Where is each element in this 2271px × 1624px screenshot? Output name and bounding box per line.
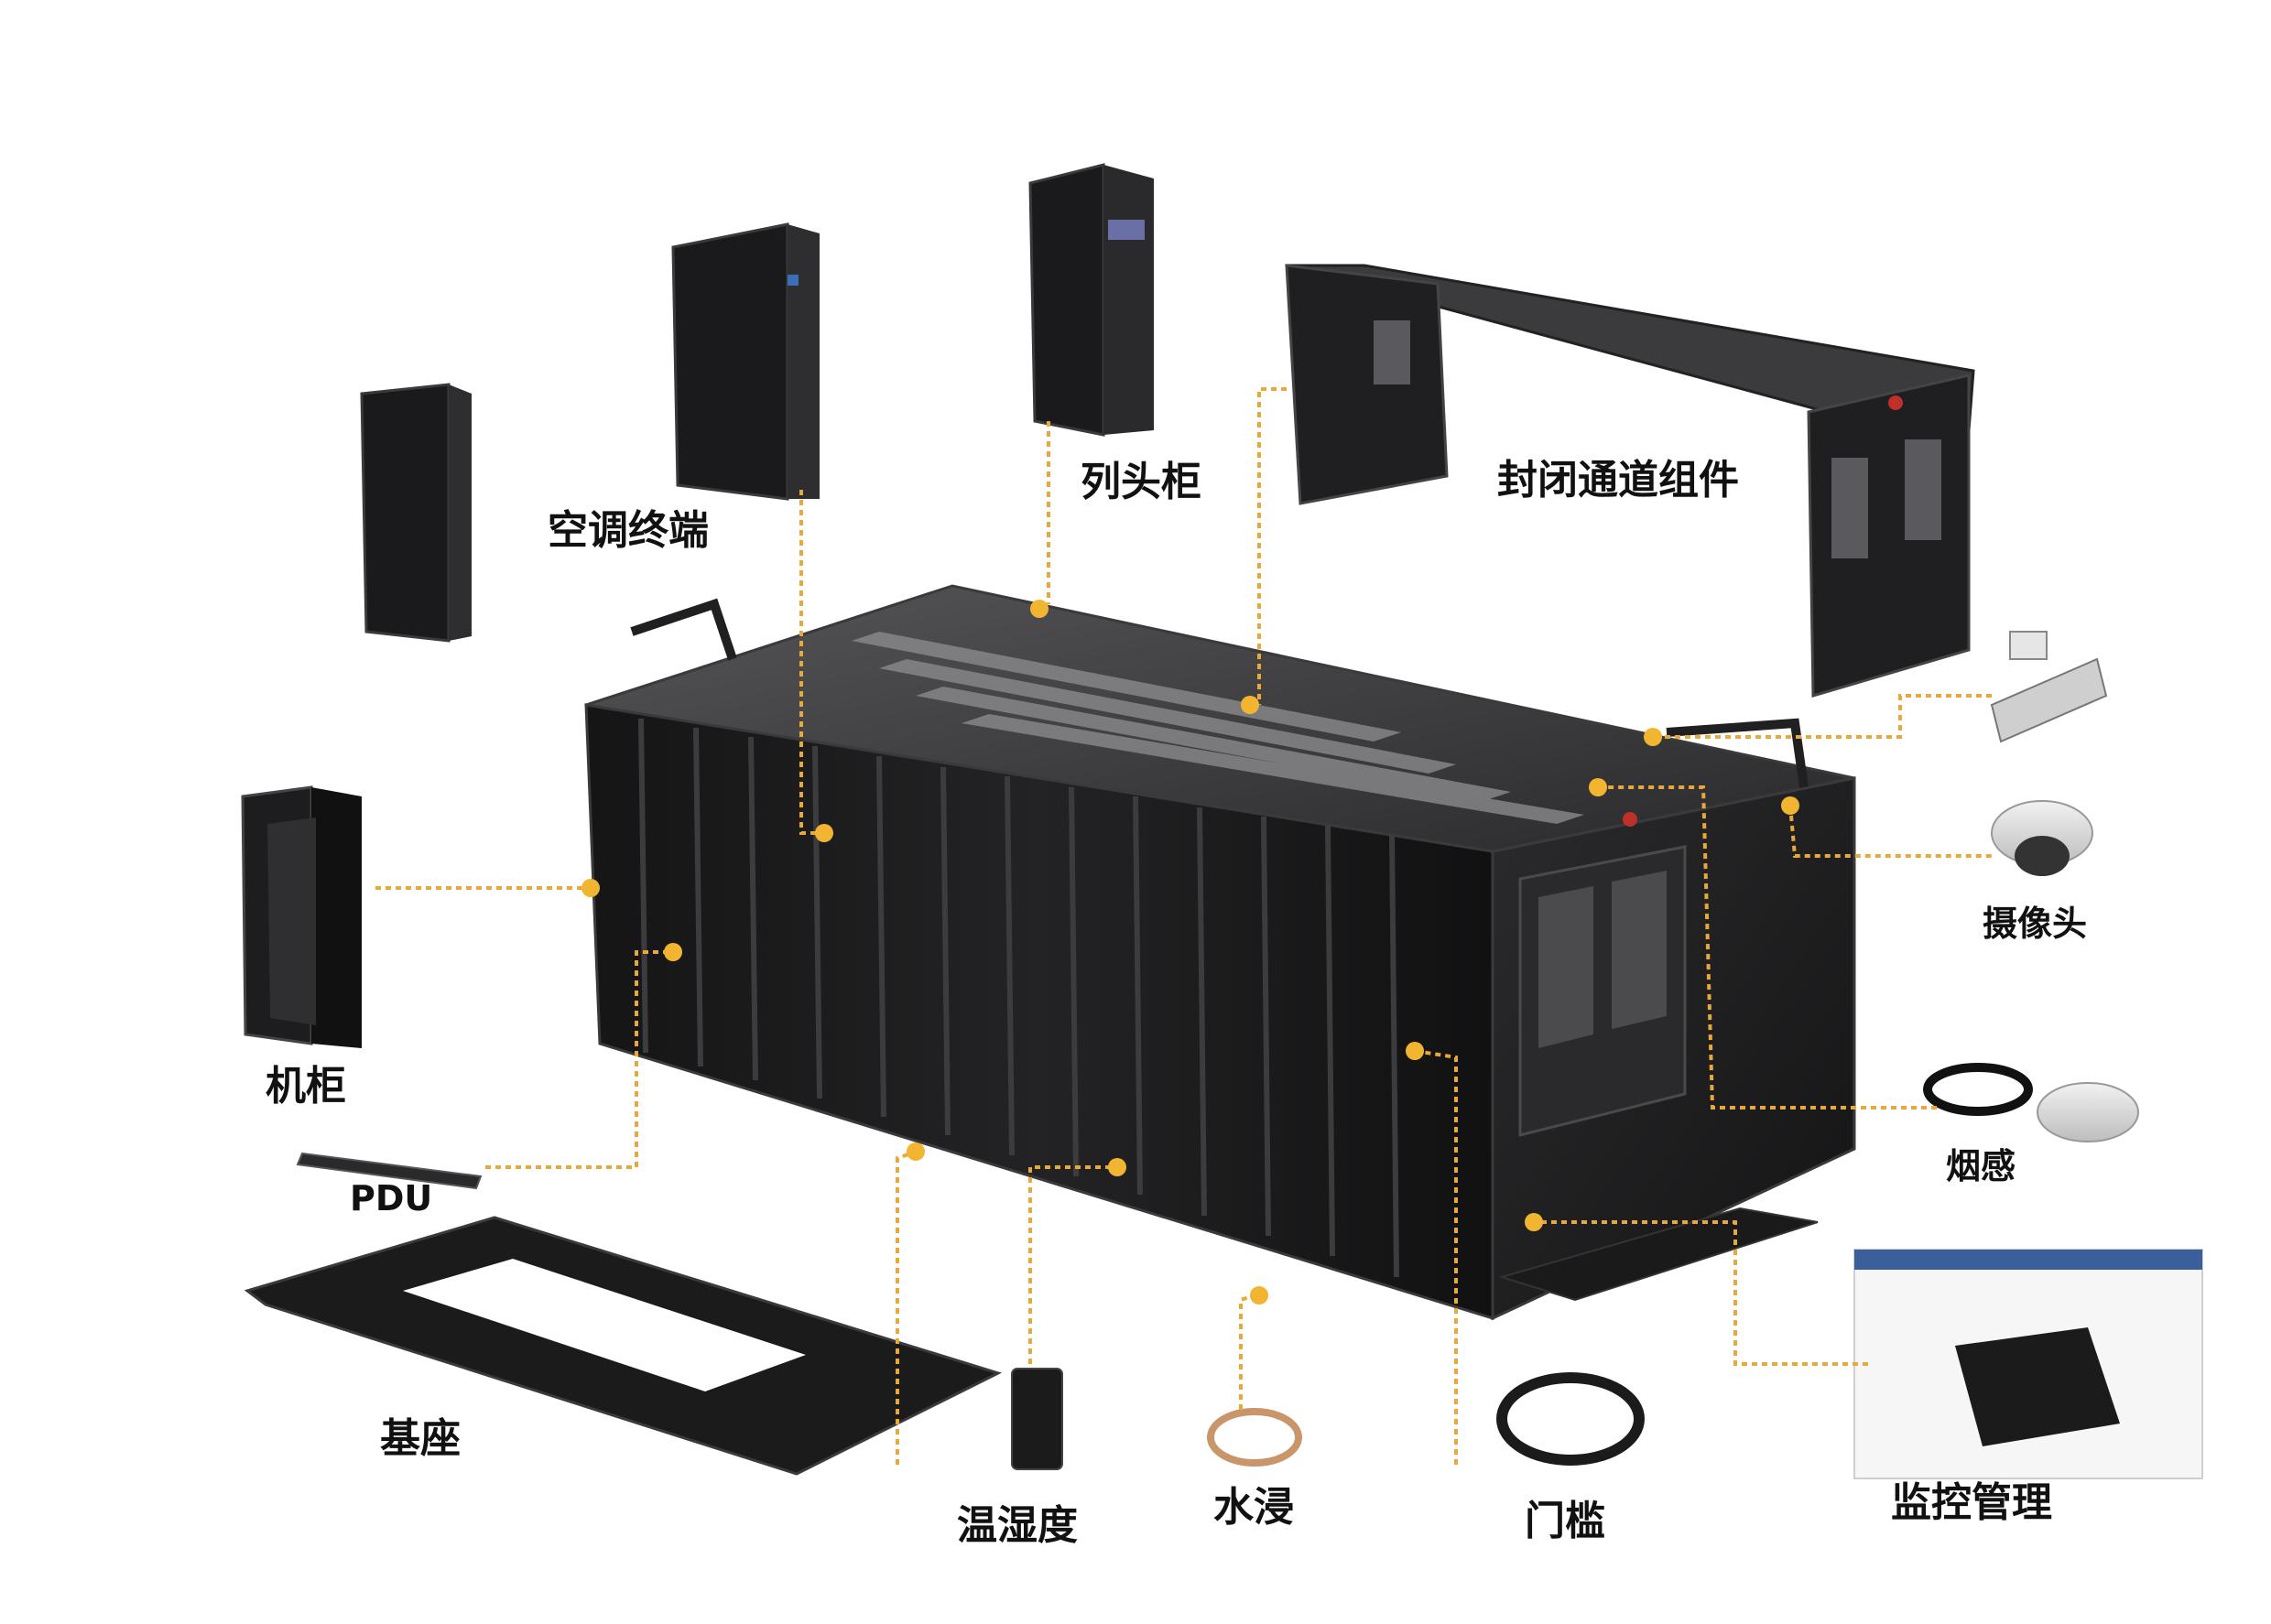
camera-dome [1992, 801, 2092, 876]
label-ac-terminal: 空调终端 [548, 511, 709, 551]
smoke-detector [1928, 1067, 2138, 1142]
label-base: 基座 [380, 1419, 461, 1459]
temp-humidity-sensor [1012, 1369, 1062, 1469]
door-sill-cable [1502, 1378, 1639, 1460]
label-cabinet: 机柜 [266, 1066, 346, 1107]
label-monitoring: 监控管理 [1891, 1483, 2052, 1523]
label-temp-humidity: 温湿度 [957, 1506, 1078, 1546]
monitoring-screen [1854, 1250, 2202, 1478]
sensor-rail [1992, 632, 2106, 742]
ac-terminal-unit [673, 224, 820, 499]
label-smoke: 烟感 [1946, 1149, 2016, 1184]
label-camera: 摄像头 [1983, 906, 2087, 941]
label-containment: 封闭通道组件 [1497, 460, 1739, 501]
containment-pod [586, 586, 1854, 1318]
base-frame [247, 1218, 998, 1474]
label-water-leak: 水浸 [1213, 1488, 1294, 1528]
label-pdu: PDU [350, 1181, 432, 1216]
rack-unit [362, 384, 472, 641]
label-door-sill: 门槛 [1525, 1501, 1605, 1542]
row-head-cabinet-unit [1030, 165, 1154, 435]
cabinet-unit [243, 787, 362, 1048]
water-leak-cable [1211, 1412, 1298, 1463]
label-row-head-cabinet: 列头柜 [1081, 462, 1201, 503]
